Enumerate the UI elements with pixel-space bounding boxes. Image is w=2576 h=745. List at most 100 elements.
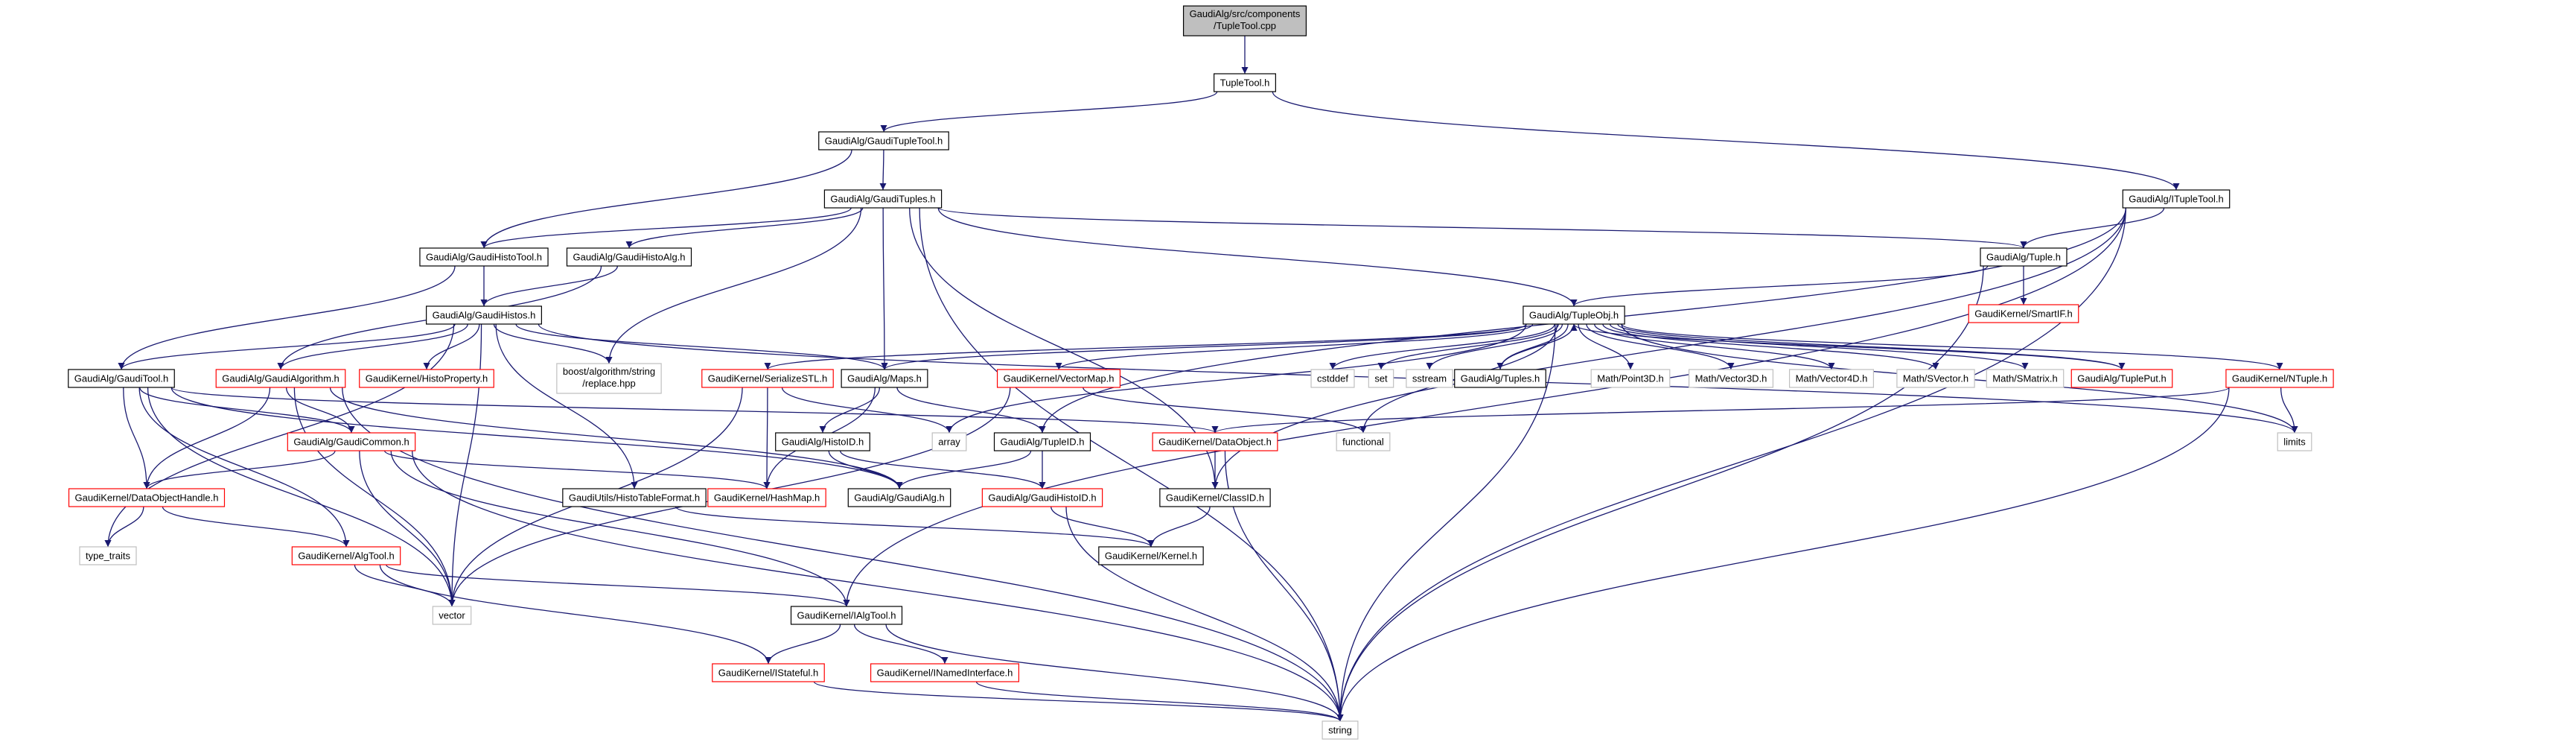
edge-gaudialgorithm-to-gaudicommon	[285, 387, 355, 434]
node-histoid[interactable]: GaudiAlg/HistoID.h	[775, 432, 870, 451]
node-hashmap[interactable]: GaudiKernel/HashMap.h	[707, 488, 826, 507]
node-gauditupples[interactable]: GaudiAlg/GaudiTuples.h	[823, 189, 943, 209]
node-array[interactable]: array	[931, 432, 967, 451]
edge-tupleobj-to-serializestl	[764, 323, 1527, 370]
edge-maps-to-tupleid	[896, 387, 1046, 434]
node-gaudihistoid[interactable]: GaudiAlg/GaudiHistoID.h	[981, 488, 1103, 507]
node-box	[712, 663, 825, 682]
node-label: type_traits	[86, 551, 130, 562]
node-label: GaudiKernel/INamedInterface.h	[877, 668, 1013, 679]
node-tupleput[interactable]: GaudiAlg/TuplePut.h	[2070, 369, 2173, 388]
edge-histoid-to-gaudihistoid	[839, 450, 1046, 489]
edge-tupleobj-to-smatrix	[1609, 323, 2029, 370]
node-gaudihistos[interactable]: GaudiAlg/GaudiHistos.h	[426, 305, 542, 325]
edge-tupleobj-to-maps	[881, 323, 1527, 370]
edge-gauditool-to-gaudicommon	[139, 387, 355, 434]
node-tupleid[interactable]: GaudiAlg/TupleID.h	[993, 432, 1091, 451]
node-box	[215, 369, 346, 388]
node-box	[981, 488, 1103, 507]
node-cstddef[interactable]: cstddef	[1310, 369, 1355, 388]
edge-gauditupples-to-gaudihistoalg	[625, 207, 864, 249]
node-kernel[interactable]: GaudiKernel/Kernel.h	[1098, 546, 1204, 565]
node-tuples[interactable]: GaudiAlg/Tuples.h	[1454, 369, 1546, 388]
node-dataobject[interactable]: GaudiKernel/DataObject.h	[1152, 432, 1278, 451]
edge-tupleput-to-tupleobj	[1570, 323, 2123, 370]
node-histotableformat[interactable]: GaudiUtils/HistoTableFormat.h	[562, 488, 707, 507]
node-box	[291, 546, 401, 565]
node-vector4d[interactable]: Math/Vector4D.h	[1788, 369, 1875, 388]
node-box	[823, 189, 943, 209]
edge-gaudihistoid-to-kernel	[1051, 506, 1155, 548]
edge-gauditupples-to-maps	[881, 207, 888, 370]
edge-classid-to-kernel	[1147, 506, 1211, 548]
node-boostreplace[interactable]: boost/algorithm/string/replace.hpp	[556, 363, 662, 394]
edge-vectormap-to-functional	[1083, 387, 1367, 434]
node-smartif[interactable]: GaudiKernel/SmartIF.h	[1968, 304, 2079, 323]
node-sstream[interactable]: sstream	[1406, 369, 1453, 388]
edge-tupleobj-to-set	[1377, 323, 1559, 370]
node-gaudituplettool[interactable]: GaudiAlg/GaudiTupleTool.h	[818, 131, 949, 150]
edge-gauditool-to-dataobject	[170, 387, 1219, 434]
node-functional[interactable]: functional	[1336, 432, 1391, 451]
node-label: /replace.hpp	[582, 378, 636, 389]
node-gauditool[interactable]: GaudiAlg/GaudiTool.h	[68, 369, 175, 388]
node-algtool[interactable]: GaudiKernel/AlgTool.h	[291, 546, 401, 565]
node-label: GaudiKernel/DataObject.h	[1158, 437, 1272, 448]
node-label: GaudiAlg/GaudiHistos.h	[433, 310, 536, 321]
node-ituppletool[interactable]: GaudiAlg/ITupleTool.h	[2122, 189, 2231, 209]
node-label: GaudiAlg/HistoID.h	[782, 437, 864, 448]
node-vector3d[interactable]: Math/Vector3D.h	[1688, 369, 1774, 388]
node-root[interactable]: GaudiAlg/src/components/TupleTool.cpp	[1182, 5, 1307, 37]
node-set[interactable]: set	[1368, 369, 1394, 388]
node-gaudihistoalg[interactable]: GaudiAlg/GaudiHistoAlg.h	[566, 247, 692, 267]
node-inamedinterface[interactable]: GaudiKernel/INamedInterface.h	[870, 663, 1020, 682]
edge-gaudihistos-to-maps	[515, 323, 888, 370]
edge-gaudicommon-to-vector	[359, 450, 456, 607]
edge-gaudialgorithm-to-vector	[293, 387, 456, 607]
edge-gaudicommon-to-string	[412, 450, 1344, 722]
node-tuple_h[interactable]: GaudiAlg/Tuple.h	[1980, 247, 2068, 267]
node-label: GaudiAlg/Tuples.h	[1461, 373, 1540, 384]
node-type_traits[interactable]: type_traits	[79, 546, 137, 565]
node-dataobjecthandle[interactable]: GaudiKernel/DataObjectHandle.h	[68, 488, 226, 507]
edge-ituppletool-to-tuple_h	[2020, 207, 2165, 249]
node-histoproperty[interactable]: GaudiKernel/HistoProperty.h	[359, 369, 494, 388]
node-gaudialg_h[interactable]: GaudiAlg/GaudiAlg.h	[847, 488, 951, 507]
node-maps[interactable]: GaudiAlg/Maps.h	[841, 369, 928, 388]
node-gaudihistotool[interactable]: GaudiAlg/GaudiHistoTool.h	[419, 247, 549, 267]
edge-ituppletool-to-ialgtool	[843, 207, 2126, 607]
node-label: GaudiAlg/TupleID.h	[1001, 437, 1085, 448]
node-box	[847, 488, 951, 507]
node-smatrix[interactable]: Math/SMatrix.h	[1986, 369, 2065, 388]
node-label: GaudiKernel/IStateful.h	[718, 668, 818, 679]
node-gaudicommon[interactable]: GaudiAlg/GaudiCommon.h	[287, 432, 416, 451]
node-label: GaudiAlg/src/components	[1190, 8, 1301, 19]
node-svector[interactable]: Math/SVector.h	[1896, 369, 1975, 388]
node-tupletool_h[interactable]: TupleTool.h	[1214, 73, 1276, 92]
node-label: cstddef	[1317, 373, 1348, 384]
node-box	[1980, 247, 2068, 267]
node-gaudialgorithm[interactable]: GaudiAlg/GaudiAlgorithm.h	[215, 369, 346, 388]
edge-gauditool-to-dataobjecthandle	[123, 387, 150, 489]
node-label: GaudiUtils/HistoTableFormat.h	[569, 492, 700, 504]
node-ialgtool[interactable]: GaudiKernel/IAlgTool.h	[790, 606, 903, 625]
node-tupleobj[interactable]: GaudiAlg/TupleObj.h	[1523, 305, 1625, 325]
node-label: GaudiAlg/GaudiAlg.h	[854, 492, 944, 504]
node-box	[2277, 432, 2312, 451]
node-box	[1986, 369, 2065, 388]
edge-ntuple-to-limits	[2280, 387, 2298, 434]
node-vectormap[interactable]: GaudiKernel/VectorMap.h	[996, 369, 1121, 388]
node-serializestl[interactable]: GaudiKernel/SerializeSTL.h	[701, 369, 834, 388]
node-limits[interactable]: limits	[2277, 432, 2312, 451]
node-classid[interactable]: GaudiKernel/ClassID.h	[1159, 488, 1271, 507]
edge-gaudihistoalg-to-gaudihistos	[480, 265, 619, 307]
node-ntuple[interactable]: GaudiKernel/NTuple.h	[2225, 369, 2334, 388]
edge-gaudihistos-to-histotableformat	[495, 323, 638, 489]
node-string[interactable]: string	[1322, 720, 1359, 740]
node-vector[interactable]: vector	[432, 606, 472, 625]
node-point3d[interactable]: Math/Point3D.h	[1590, 369, 1671, 388]
edge-tupleobj-to-sstream	[1426, 323, 1563, 370]
node-label: string	[1328, 725, 1352, 736]
node-box	[68, 369, 175, 388]
node-istateful[interactable]: GaudiKernel/IStateful.h	[712, 663, 825, 682]
